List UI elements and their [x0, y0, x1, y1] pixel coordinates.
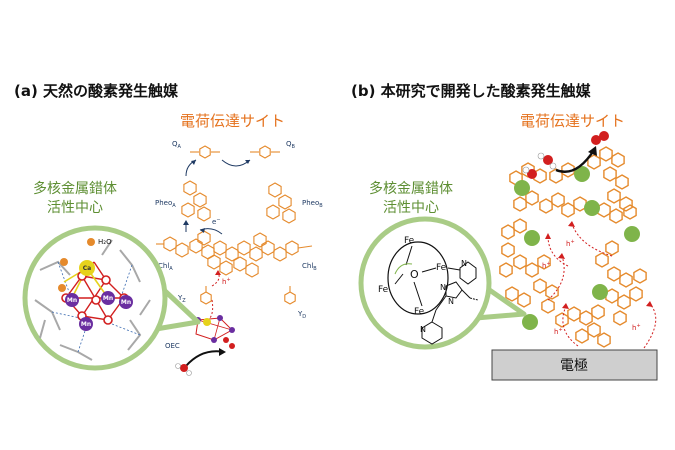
qa-molecule — [190, 145, 220, 159]
hole-label-b4: h+ — [632, 323, 641, 332]
qa-label: QA — [172, 140, 182, 150]
mn-label-1: Mn — [67, 297, 77, 304]
yz-molecule — [200, 286, 212, 305]
framework-polymer — [499, 146, 647, 348]
pheob-label: PheoB — [302, 199, 323, 209]
hole-arrow-b3 — [547, 255, 565, 301]
pheob-molecule — [266, 182, 296, 224]
chla-label: ChlA — [158, 262, 173, 272]
oec-label: OEC — [165, 342, 180, 350]
o-label: O — [410, 268, 419, 281]
mn-label-3: Mn — [81, 321, 91, 328]
n-label-3: N — [448, 297, 454, 306]
hole-label-b3: h+ — [554, 327, 563, 336]
panel-b-title: (b) 本研究で開発した酸素発生触媒 — [351, 82, 591, 100]
panel-b-center-label-line1: 多核金属錯体 — [369, 181, 453, 197]
hole-arrow-b5 — [643, 303, 657, 349]
oec-water-arrow — [185, 350, 225, 367]
n-label-4: N — [420, 325, 426, 334]
mn-label-2: Mn — [103, 295, 113, 302]
qb-molecule — [250, 145, 280, 159]
hole-arrow-b1 — [547, 235, 569, 267]
pheoa-molecule — [181, 180, 211, 222]
panel-a-center-label-line2: 活性中心 — [47, 200, 103, 216]
hole-arrow-b4 — [562, 305, 579, 347]
oec-cluster-small — [195, 315, 235, 349]
chl-cluster — [156, 230, 313, 278]
fe-complex-zoom: Fe Fe Fe Fe O N N N N — [378, 236, 479, 345]
n-label-2: N — [440, 283, 446, 292]
electrode-label: 電極 — [560, 358, 588, 374]
panel-b-water-arrow — [555, 149, 596, 173]
yz-label: YZ — [177, 294, 186, 304]
hole-arrow-b2 — [571, 223, 613, 257]
panel-b-center-label: 多核金属錯体 活性中心 — [356, 180, 466, 218]
hole-label-b2: h+ — [566, 239, 575, 248]
fe-label-left: Fe — [378, 285, 389, 295]
panel-a-title: (a) 天然の酸素発生触媒 — [14, 82, 179, 100]
panel-a-center-label-line1: 多核金属錯体 — [33, 181, 117, 197]
chlb-label: ChlB — [302, 262, 317, 272]
qb-label: QB — [286, 140, 296, 150]
panel-b-zoom-circle — [358, 216, 492, 350]
n-label-1: N — [461, 259, 467, 268]
water-molecule-b — [522, 152, 557, 179]
mn-label-4: Mn — [121, 299, 131, 306]
fe-label-bottom: Fe — [414, 307, 425, 317]
panel-b-center-label-line2: 活性中心 — [383, 200, 439, 216]
fe-label-right: Fe — [436, 263, 447, 273]
yd-label: YD — [297, 310, 306, 320]
fe-label-top: Fe — [404, 236, 415, 246]
water-molecule-a — [175, 363, 192, 376]
hole-label-a1: h+ — [222, 277, 231, 286]
electrode — [491, 349, 658, 381]
ca-label: Ca — [83, 265, 91, 272]
hole-label-b1: h+ — [542, 261, 551, 270]
h2o-label: H₂O — [98, 238, 112, 246]
panel-a-charge-transfer-label: 電荷伝達サイト — [180, 112, 286, 130]
o2-molecule — [591, 131, 609, 145]
mn-cluster-zoom: Mn Mn Mn Mn Ca H₂O — [34, 238, 151, 361]
panel-b-charge-transfer-label: 電荷伝達サイト — [520, 112, 626, 130]
yd-molecule — [284, 286, 296, 305]
electron-label: e− — [212, 217, 221, 226]
active-center-nodes — [514, 166, 640, 330]
panel-a-center-label: 多核金属錯体 活性中心 — [20, 180, 130, 218]
hole-arrow-a1 — [211, 271, 220, 287]
pheoa-label: PheoA — [155, 199, 176, 209]
